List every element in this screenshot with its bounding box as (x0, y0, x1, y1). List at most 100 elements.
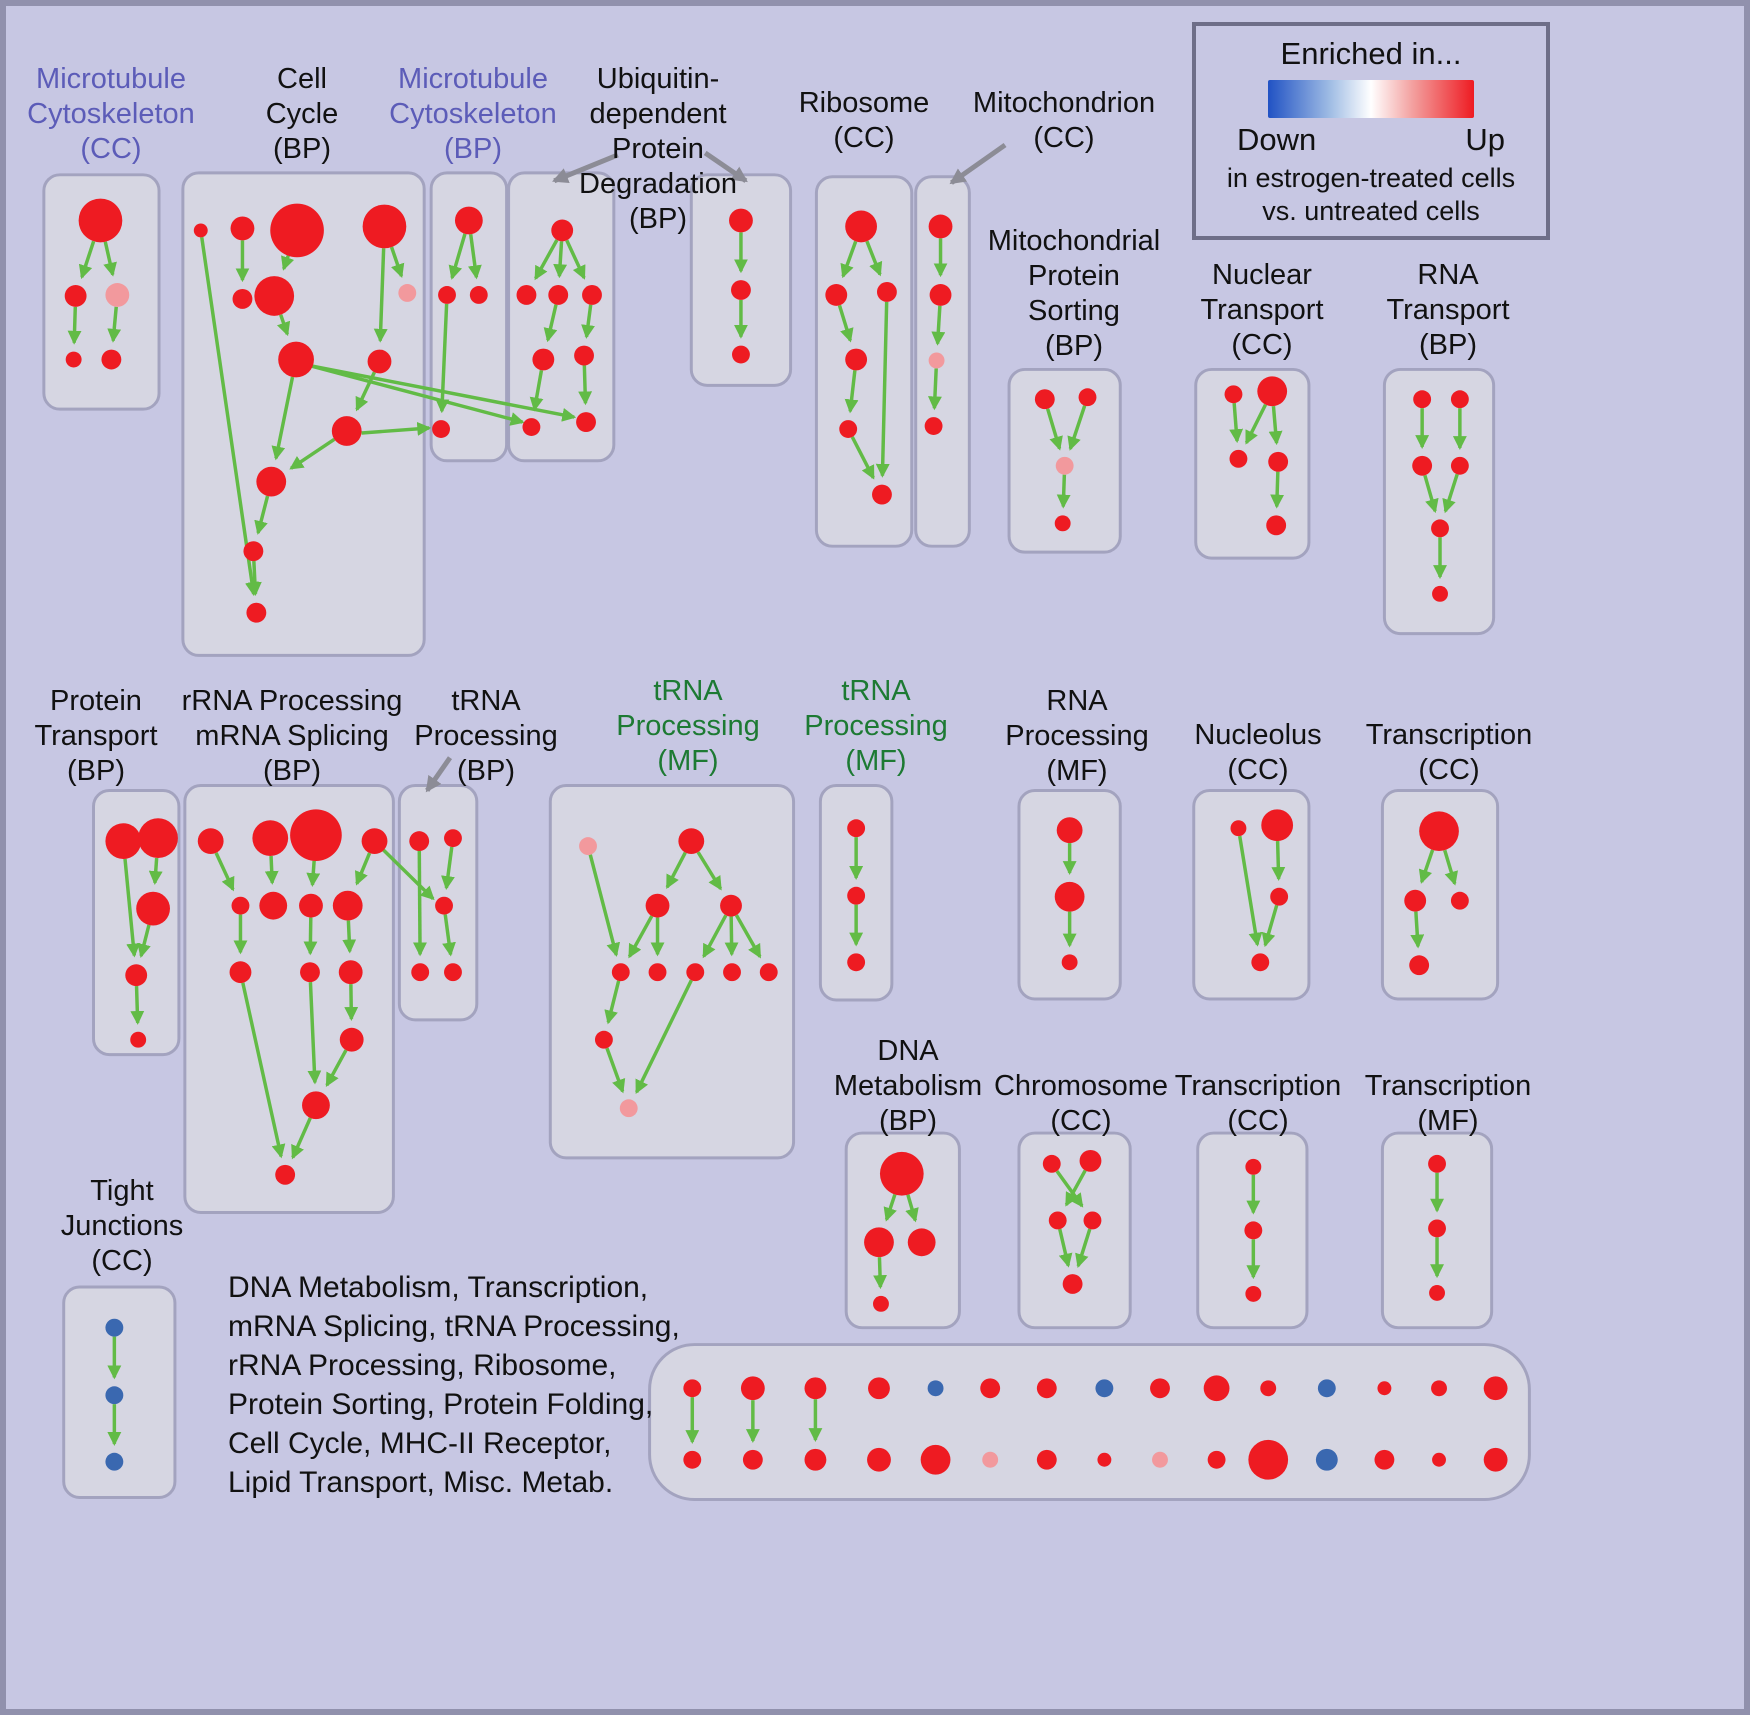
rna-transport-bp-box (1382, 367, 1496, 636)
microtubule-cytoskeleton-bp-box (429, 171, 509, 463)
rrna-processing-mrna-splicing-bp-edge (325, 1049, 348, 1088)
trna-processing-mf-1-node (648, 963, 667, 982)
cell-cycle-bp-node (270, 203, 324, 258)
cell-cycle-bp-node (254, 276, 295, 316)
nucleolus-cc-edge (1261, 904, 1279, 948)
chromosome-cc-node (1083, 1211, 1102, 1230)
rna-transport-bp-node (1412, 455, 1433, 476)
protein-transport-bp-node (136, 891, 170, 926)
trna-processing-mf-1-edge (696, 851, 723, 891)
microtubule-cytoskeleton-bp-edge (435, 303, 450, 414)
cell-cycle-bp-node (367, 349, 392, 374)
nuclear-transport-cc-edge (1270, 471, 1285, 509)
summary-node (1483, 1447, 1508, 1472)
ribosome-cc-node (872, 484, 892, 505)
summary-node (920, 1444, 951, 1475)
dna-metabolism-bp-node (879, 1151, 924, 1196)
trna-processing-bp-node (444, 963, 462, 982)
summary-node (1203, 1375, 1230, 1402)
rrna-processing-mrna-splicing-bp-node (302, 1091, 330, 1120)
rrna-processing-mrna-splicing-bp-edge (306, 860, 321, 887)
color-legend: Enriched in... Down Up in estrogen-treat… (1192, 22, 1550, 240)
summary-node (1483, 1376, 1508, 1401)
nucleolus-cc-node (1261, 809, 1294, 842)
trna-processing-bp-node (444, 829, 462, 848)
cell-cycle-bp-node (398, 284, 417, 302)
transcription-mf-node (1428, 1154, 1446, 1173)
microtubule-cytoskeleton-cc-edge (107, 306, 122, 343)
ubiquitin-dependent-protein-degradation-bp-node (548, 285, 569, 305)
trna-processing-bp-node (435, 896, 453, 915)
rrna-processing-mrna-splicing-bp-node (259, 891, 288, 920)
nucleolus-cc-edge (1271, 841, 1286, 881)
cell-cycle-bp-node (243, 541, 264, 562)
ribosome-cc-node (845, 348, 868, 371)
ribosome-cc-node (876, 282, 897, 302)
microtubule-cytoskeleton-bp-edge (448, 233, 467, 280)
cell-cycle-bp-edge (276, 314, 291, 337)
mitochondrial-protein-sorting-bp-edge (1045, 408, 1063, 451)
trna-processing-mf-1-node (645, 893, 670, 918)
rrna-processing-mrna-splicing-bp-node (229, 961, 252, 984)
ubiquitin-dependent-protein-degradation-bp-edge (534, 239, 559, 281)
transcription-mf-node (1429, 1284, 1445, 1301)
nucleolus-cc-node (1270, 887, 1289, 906)
trna-processing-mf-1-node (686, 963, 705, 982)
rrna-processing-mrna-splicing-bp-edge (264, 855, 279, 885)
rrna-processing-mrna-splicing-bp-edge (342, 920, 357, 954)
summary-node (1150, 1378, 1170, 1399)
cell-cycle-bp-node (362, 204, 407, 249)
protein-transport-bp-node (130, 1031, 147, 1048)
trna-processing-mf-1-node (594, 1030, 613, 1049)
chromosome-cc-node (1048, 1211, 1067, 1230)
rrna-processing-mrna-splicing-bp-node (231, 896, 250, 915)
mitochondrion-cc-node (929, 284, 952, 306)
ubiquitin-dependent-protein-degradation-bp-2-node (732, 345, 750, 364)
nuclear-transport-cc-edge (1244, 403, 1268, 445)
ubiquitin-dependent-protein-degradation-bp-node (522, 418, 541, 436)
cell-cycle-bp-edge (373, 248, 388, 343)
cell-cycle-bp-node (232, 289, 253, 309)
ubiquitin-dependent-protein-degradation-bp-2-node (731, 280, 751, 300)
rrna-processing-mrna-splicing-bp-node (339, 1027, 364, 1052)
cell-cycle-bp-node (246, 602, 267, 623)
rna-transport-bp-node (1450, 390, 1469, 409)
mitochondrial-protein-sorting-bp-edge (1067, 405, 1087, 451)
summary-node (1095, 1379, 1114, 1398)
chromosome-cc-edge (1058, 1228, 1073, 1268)
summary-node (683, 1450, 702, 1469)
rrna-processing-mrna-splicing-bp-node (299, 893, 323, 918)
mitochondrial-protein-sorting-bp-node (1034, 389, 1055, 410)
trna-processing-mf-1-edge (604, 980, 621, 1025)
transcription-mf-node (1428, 1219, 1446, 1238)
summary-node (1036, 1378, 1057, 1399)
microtubule-cytoskeleton-cc-box (42, 173, 161, 411)
mitochondrial-protein-sorting-bp-node (1078, 388, 1097, 407)
cell-cycle-bp-edge (200, 237, 259, 597)
summary-strip-box (648, 1343, 1531, 1501)
trna-processing-mf-1-edge (588, 854, 621, 957)
trna-processing-mf-1-edge (627, 915, 654, 959)
ribosome-cc-edge (840, 240, 858, 279)
rrna-processing-mrna-splicing-bp-node (197, 828, 224, 855)
cell-cycle-bp-edge (289, 437, 336, 470)
ubiquitin-dependent-protein-degradation-bp-node (551, 219, 574, 242)
nuclear-transport-cc-node (1266, 515, 1287, 536)
ubiquitin-dependent-protein-degradation-bp-node (582, 285, 602, 305)
trna-processing-mf-1-node (723, 963, 741, 982)
summary-node (1432, 1452, 1446, 1467)
ribosome-cc-node (845, 210, 877, 243)
trna-processing-mf-1-node (579, 837, 597, 856)
summary-node (982, 1451, 999, 1468)
trna-processing-mf-1-node (720, 894, 742, 917)
rrna-processing-mrna-splicing-bp-node (290, 809, 342, 861)
summary-node (867, 1447, 891, 1472)
transcription-cc-1-edge (1410, 911, 1425, 949)
mitochondrion-cc-node (928, 352, 945, 369)
chromosome-cc-node (1042, 1154, 1061, 1173)
ubiquitin-dependent-protein-degradation-bp-edge (553, 241, 568, 279)
legend-up-label: Up (1465, 122, 1505, 157)
rna-processing-mf-node (1054, 881, 1085, 912)
trna-processing-mf-1-edge (724, 916, 739, 957)
